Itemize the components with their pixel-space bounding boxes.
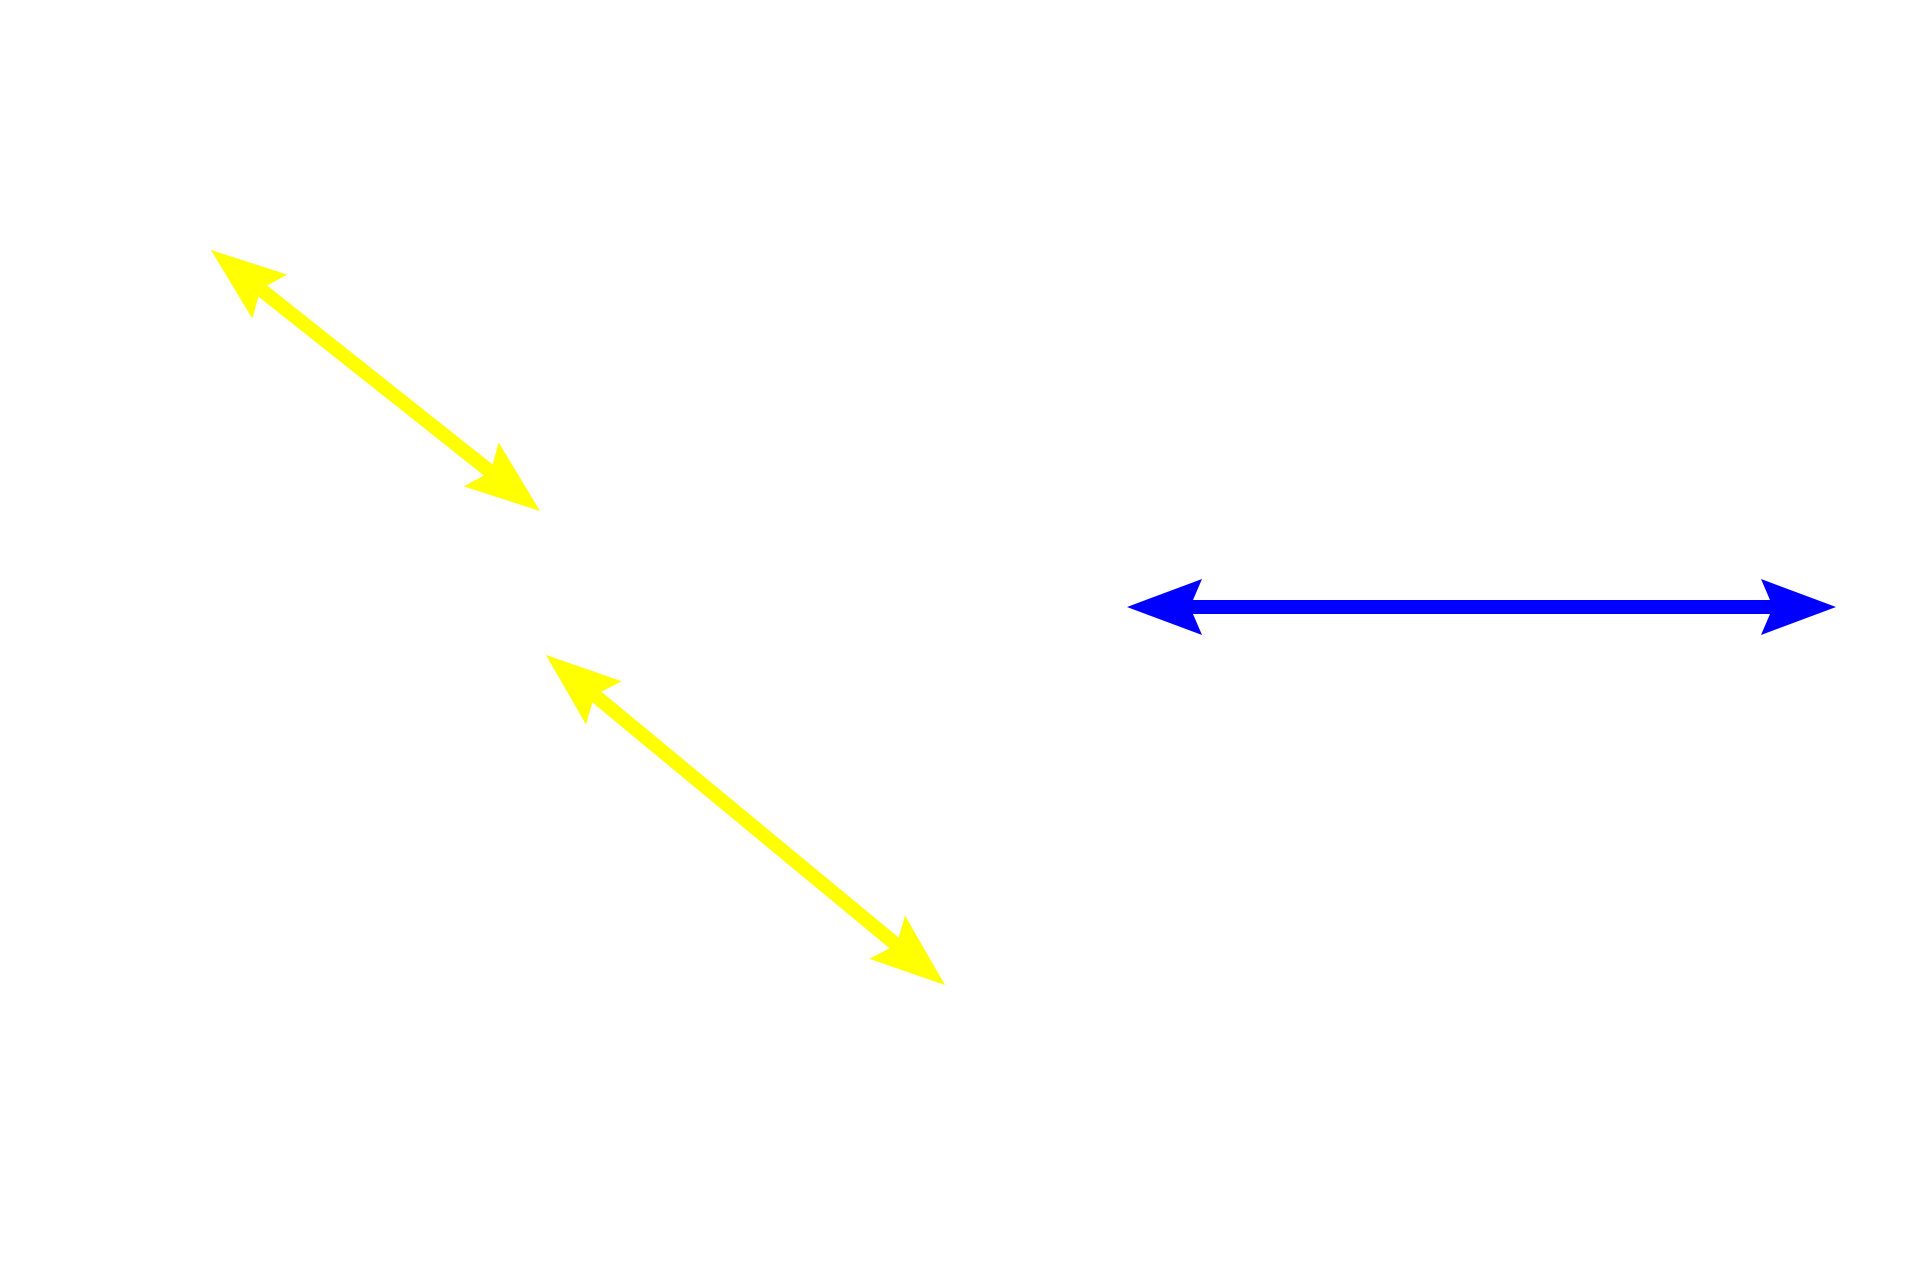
yellow-arrow-lower-head-end bbox=[869, 915, 945, 985]
yellow-arrow-lower-shaft bbox=[590, 689, 901, 951]
yellow-arrow-upper-head-start bbox=[211, 250, 288, 319]
yellow-arrow-upper bbox=[211, 250, 540, 511]
yellow-arrow-upper-head-end bbox=[463, 442, 540, 511]
blue-arrow-head-start bbox=[1127, 579, 1202, 635]
yellow-arrow-lower bbox=[546, 655, 945, 985]
blue-arrow bbox=[1127, 579, 1836, 635]
yellow-arrow-lower-head-start bbox=[546, 655, 622, 725]
yellow-arrow-upper-shaft bbox=[256, 283, 495, 478]
blue-arrow-head-end bbox=[1761, 579, 1836, 635]
